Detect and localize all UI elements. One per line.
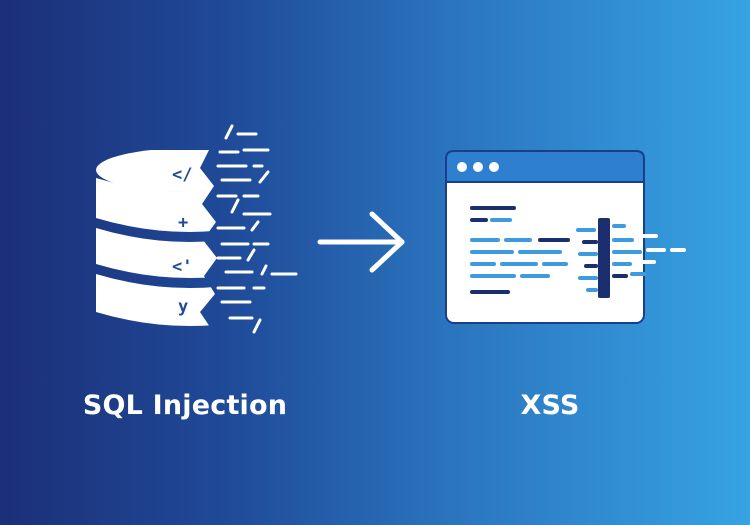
window-dot-2 <box>473 162 483 172</box>
window-code-lines <box>470 206 570 294</box>
xss-glitch-fragments <box>576 218 686 298</box>
browser-window-icon <box>445 150 645 324</box>
code-glitch-fragments <box>216 124 298 334</box>
database-icon <box>96 150 217 326</box>
code-glyph-2: + <box>178 213 188 233</box>
window-dot-3 <box>489 162 499 172</box>
arrow-right-icon <box>317 211 405 273</box>
code-glyph-1: </ <box>172 165 192 185</box>
code-glyph-3: <' <box>172 257 192 277</box>
sql-injection-label: SQL Injection <box>82 390 288 421</box>
code-glyph-4: y <box>178 297 188 317</box>
window-dot-1 <box>457 162 467 172</box>
xss-label: XSS <box>520 390 580 421</box>
